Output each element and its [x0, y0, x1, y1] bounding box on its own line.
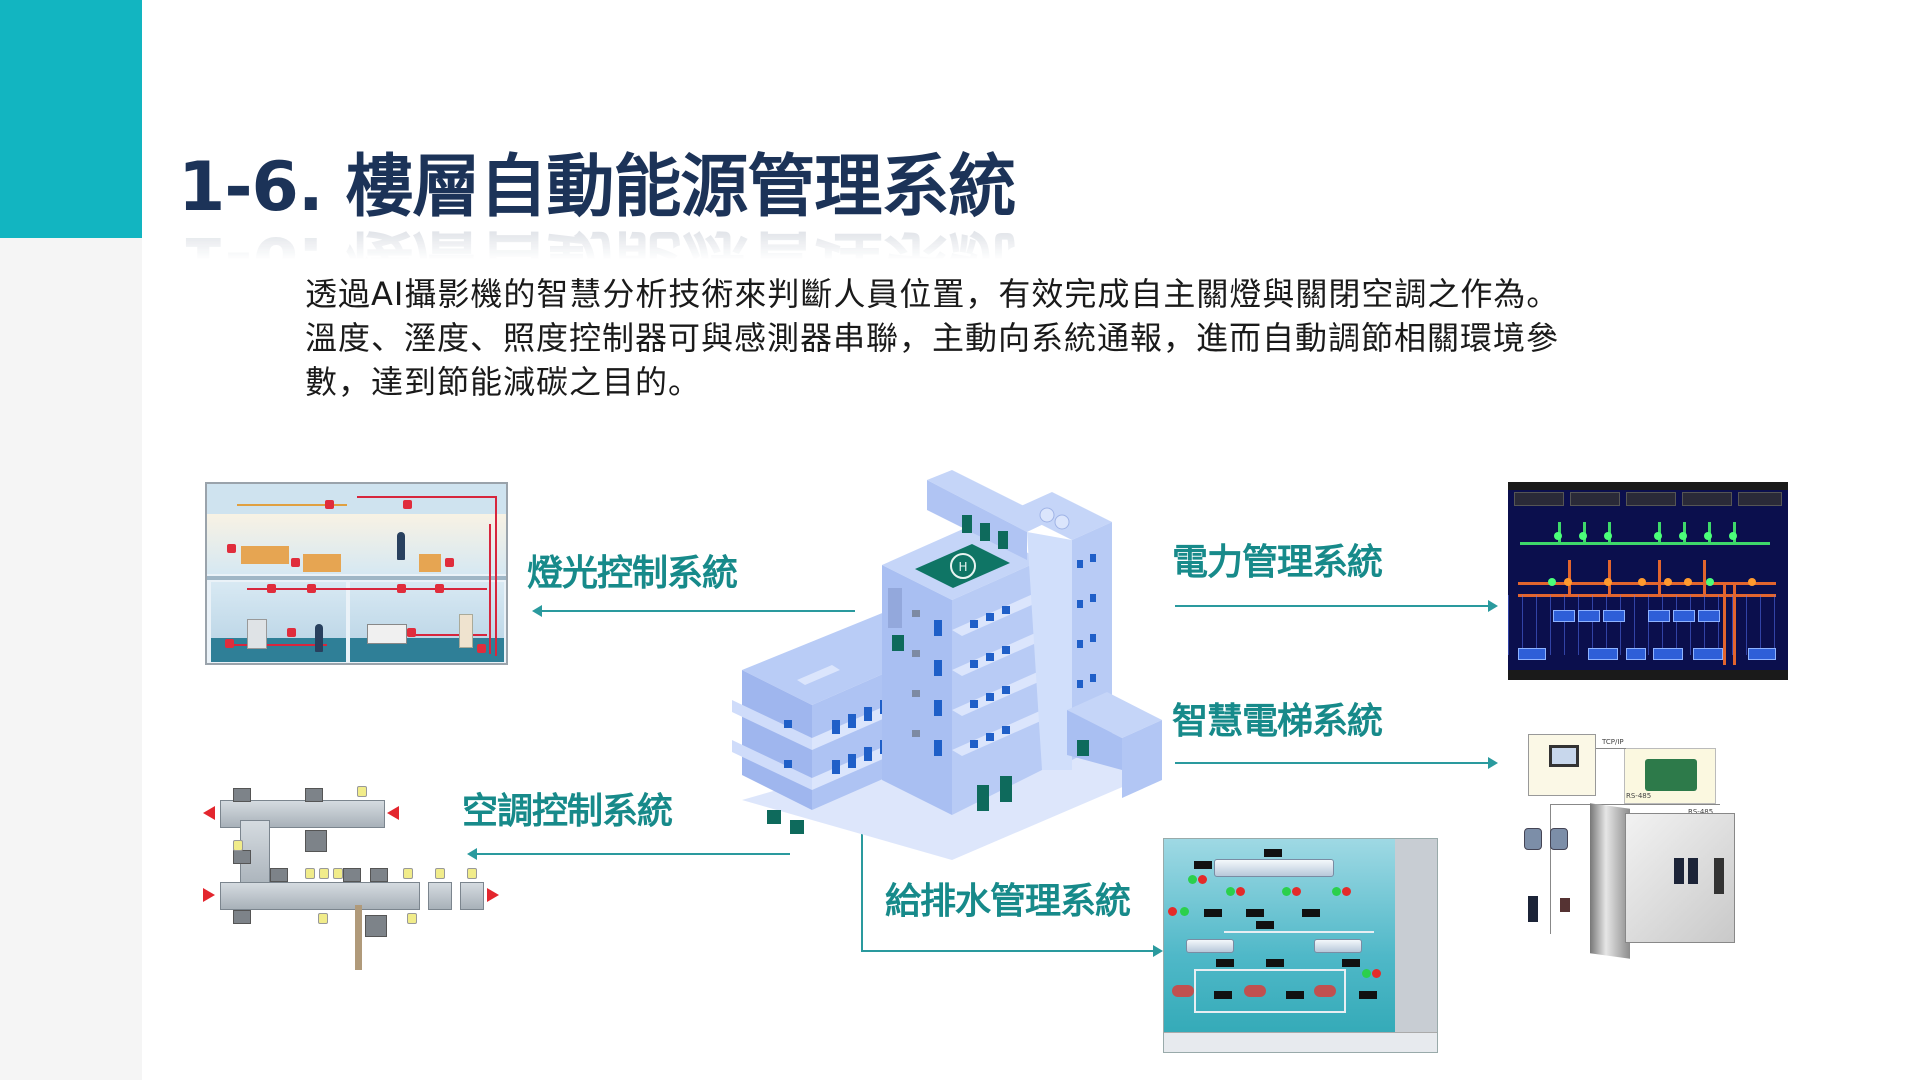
hvac-system-label: 空調控制系統 — [462, 791, 673, 832]
water-arrow — [861, 945, 1163, 957]
elevator-system-diagram: TCP/IP RS-485 RS-485 — [1520, 728, 1792, 964]
paragraph-line-2: 溫度、溼度、照度控制器可與感測器串聯，主動向系統通報，進而自動調節相關環境參 — [305, 319, 1560, 357]
water-connector-vertical — [861, 828, 863, 952]
description-paragraph: 透過AI攝影機的智慧分析技術來判斷人員位置，有效完成自主關燈與關閉空調之作為。 … — [305, 272, 1755, 404]
paragraph-line-1: 透過AI攝影機的智慧分析技術來判斷人員位置，有效完成自主關燈與關閉空調之作為。 — [305, 275, 1560, 313]
lighting-control-diagram — [205, 482, 508, 665]
paragraph-line-3: 數，達到節能減碳之目的。 — [305, 363, 702, 401]
lighting-arrow — [532, 605, 855, 617]
hvac-arrow — [467, 848, 790, 860]
elevator-arrow — [1175, 757, 1498, 769]
hvac-control-diagram — [195, 780, 517, 985]
building-illustration: H — [732, 470, 1162, 860]
power-management-screen — [1508, 482, 1788, 680]
side-strip — [0, 238, 142, 1080]
power-arrow — [1175, 600, 1498, 612]
elevator-system-label: 智慧電梯系統 — [1172, 701, 1383, 742]
water-management-screen — [1163, 838, 1438, 1053]
water-system-label: 給排水管理系統 — [885, 881, 1131, 922]
accent-bar — [0, 0, 142, 238]
elevator-rs485-label-2: RS-485 — [1688, 808, 1714, 816]
title-reflection: 1-6. 樓層自動能源管理系統 — [178, 220, 1015, 260]
elevator-tcpip-label: TCP/IP — [1602, 738, 1624, 746]
page-title: 1-6. 樓層自動能源管理系統 — [178, 148, 1016, 227]
title-block: 1-6. 樓層自動能源管理系統 1-6. 樓層自動能源管理系統 — [178, 148, 1016, 260]
lighting-system-label: 燈光控制系統 — [527, 553, 738, 594]
helipad-h-mark: H — [958, 560, 967, 574]
power-system-label: 電力管理系統 — [1172, 542, 1383, 583]
elevator-rs485-label-1: RS-485 — [1626, 792, 1652, 800]
